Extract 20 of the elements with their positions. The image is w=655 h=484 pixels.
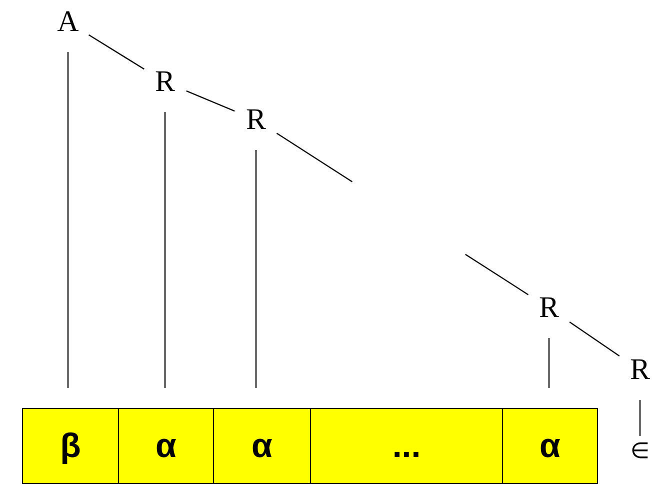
tree-edge	[164, 112, 166, 388]
tree-node-label: A	[54, 4, 82, 40]
tree-node-label: R	[535, 290, 563, 326]
tree-edge	[88, 34, 144, 70]
tree-node-label: R	[151, 64, 179, 100]
tree-edge	[186, 90, 235, 112]
tree-node-label: R	[242, 102, 270, 138]
string-cell: α	[118, 408, 214, 484]
empty-string-symbol: ∈	[626, 436, 654, 466]
tree-edge	[276, 132, 529, 296]
tree-edge	[639, 400, 641, 436]
tree-edge	[548, 338, 550, 388]
string-cell: α	[213, 408, 311, 484]
string-cell: α	[502, 408, 598, 484]
tree-edge	[255, 150, 257, 388]
string-cell: β	[22, 408, 119, 484]
string-cell: ...	[310, 408, 503, 484]
tree-edge	[67, 52, 69, 388]
tree-edge	[569, 322, 620, 356]
tree-node-label: R	[626, 352, 654, 388]
